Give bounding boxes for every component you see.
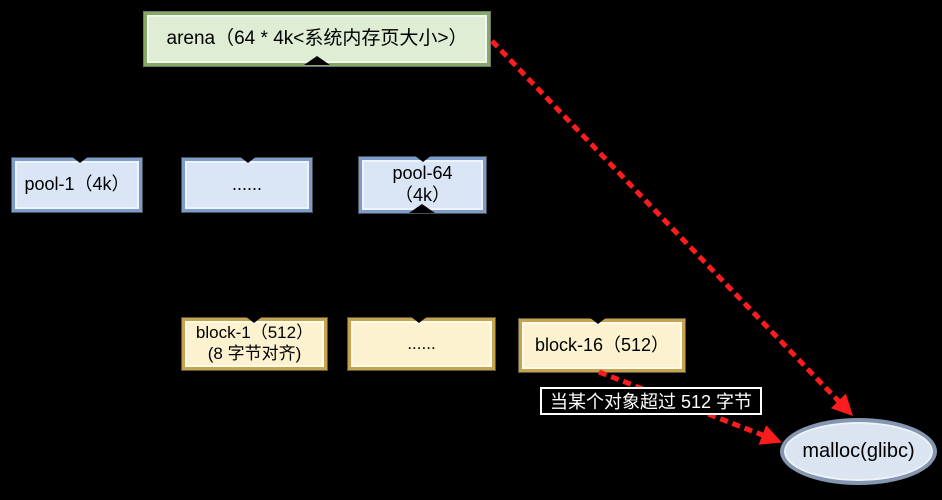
pool-64-label-line1: pool-64 bbox=[392, 163, 453, 184]
connector-arrowhead-block-1-top bbox=[245, 316, 263, 323]
pool-ellipsis-label: ...... bbox=[231, 174, 262, 195]
malloc-label: malloc(glibc) bbox=[802, 440, 915, 463]
connector-arrowhead-pool-1-top bbox=[71, 156, 89, 163]
block-ellipsis-label: ...... bbox=[407, 333, 436, 353]
node-pool-1: pool-1（4k） bbox=[12, 158, 142, 212]
connector-arrowhead-pool-64-top bbox=[414, 155, 432, 162]
block-1-label-line1: block-1（512） bbox=[195, 323, 314, 343]
block-16-label: block-16（512） bbox=[534, 334, 670, 355]
node-malloc: malloc(glibc) bbox=[780, 418, 937, 485]
pool-64-label-line2: （4k） bbox=[394, 185, 450, 205]
node-block-16: block-16（512） bbox=[519, 319, 685, 372]
connector-arrowhead-pool-64-bottom bbox=[409, 204, 435, 213]
connector-arrowhead-block-16-top bbox=[589, 317, 607, 324]
node-block-1: block-1（512） (8 字节对齐) bbox=[182, 318, 327, 370]
pool-1-label: pool-1（4k） bbox=[24, 174, 130, 195]
connector-arrowhead-block-ellipsis-top bbox=[410, 316, 428, 323]
arena-label: arena（64 * 4k<系统内存页大小>） bbox=[166, 28, 468, 50]
node-pool-ellipsis: ...... bbox=[182, 158, 312, 212]
overflow-note-label: 当某个对象超过 512 字节 bbox=[549, 392, 753, 412]
connector-arrowhead-arena-bottom bbox=[304, 56, 330, 65]
connector-arrowhead-pool-ellipsis-top bbox=[239, 156, 257, 163]
block-1-label-line2: (8 字节对齐) bbox=[207, 344, 302, 363]
overflow-note: 当某个对象超过 512 字节 bbox=[540, 387, 762, 415]
node-block-ellipsis: ...... bbox=[348, 318, 495, 370]
